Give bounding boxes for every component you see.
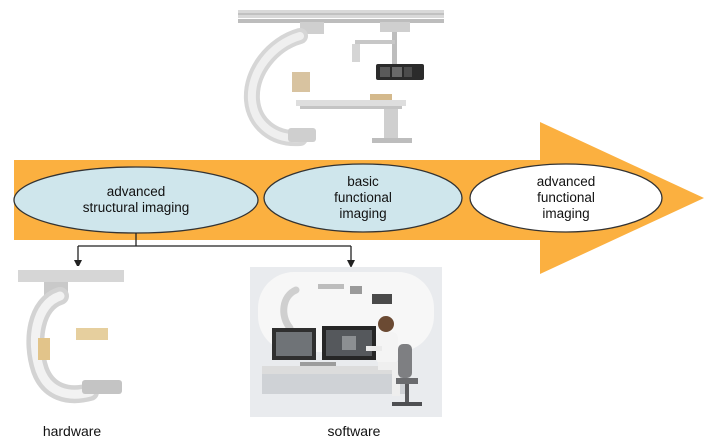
caption-hardware: hardware bbox=[42, 423, 102, 439]
c-arm-hardware-photo bbox=[16, 266, 128, 416]
workstation-software-photo bbox=[250, 267, 442, 417]
stage-ellipse-3 bbox=[469, 163, 663, 233]
stage-label-basic-functional-imaging: basic functional imaging bbox=[334, 174, 392, 221]
stage-label-advanced-structural-imaging: advanced structural imaging bbox=[82, 184, 190, 215]
stage-label-advanced-functional-imaging: advanced functional imaging bbox=[536, 174, 596, 221]
arrowhead-software bbox=[347, 260, 355, 268]
arrowhead-hardware bbox=[74, 260, 82, 268]
caption-software: software bbox=[327, 423, 381, 439]
stage-ellipse-2 bbox=[263, 163, 463, 233]
branch-connector bbox=[77, 233, 352, 262]
angiography-system-photo bbox=[236, 6, 446, 147]
